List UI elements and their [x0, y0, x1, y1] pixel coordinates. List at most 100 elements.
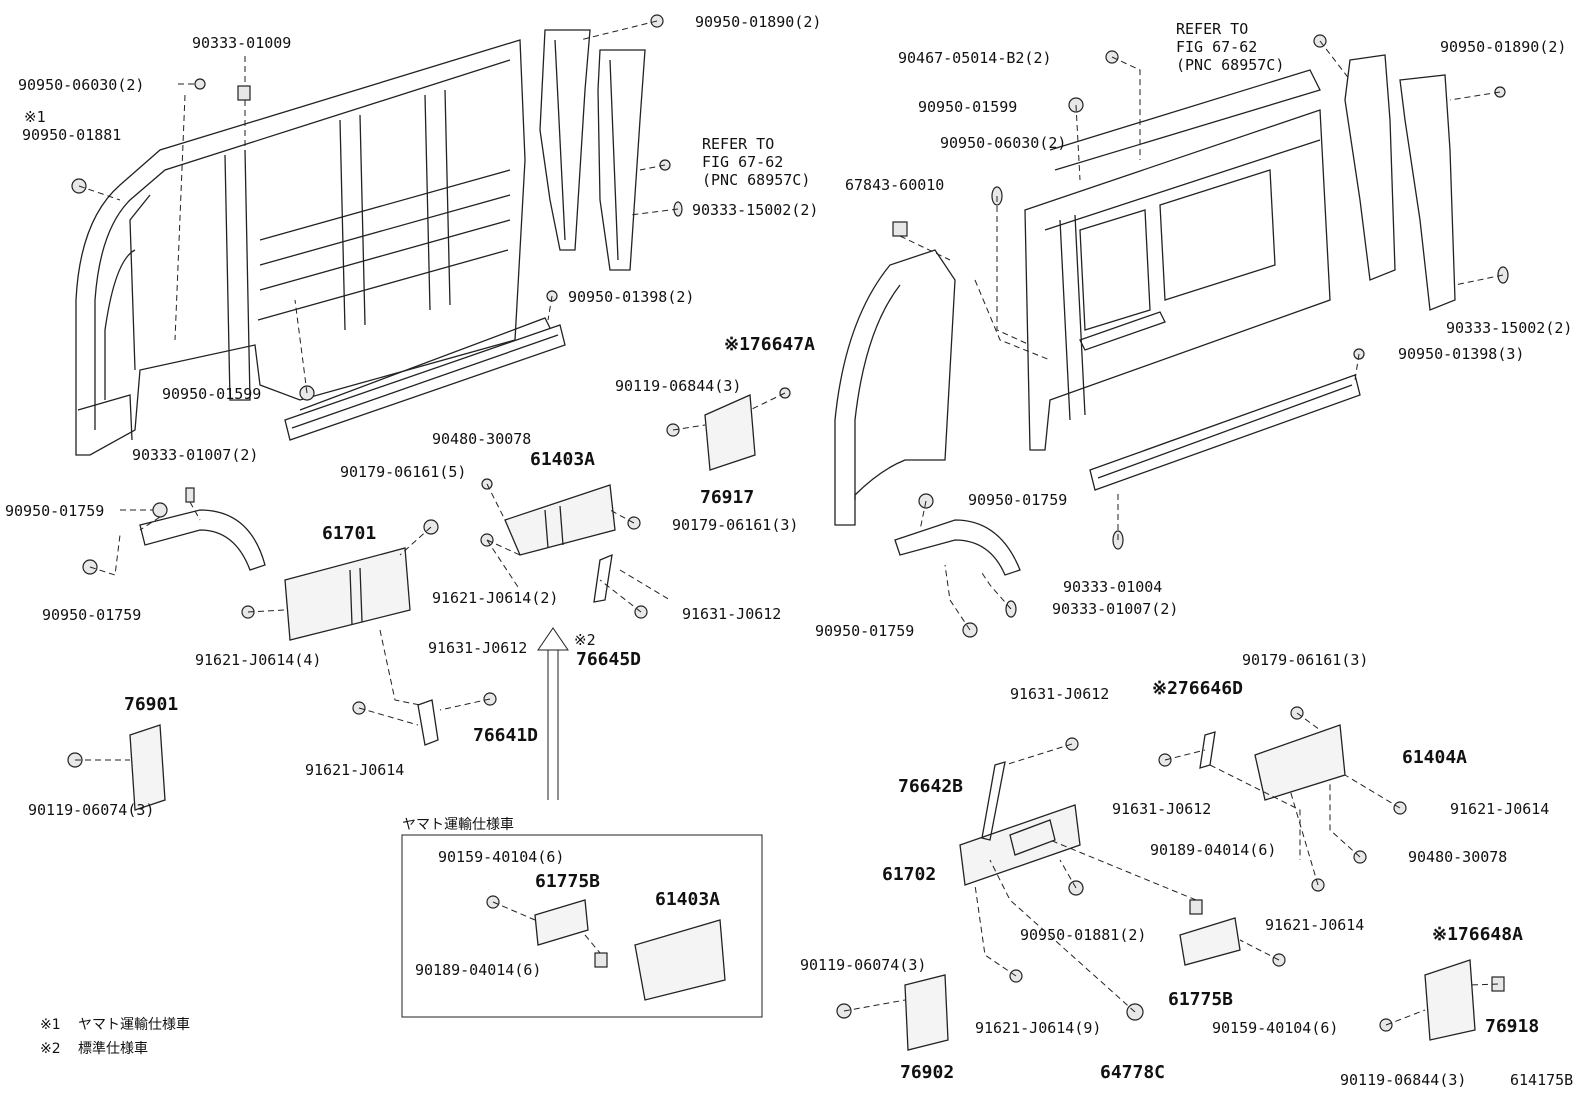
- leader-lines: [75, 20, 1504, 1026]
- label-r27: 91621-J0614(9): [975, 1019, 1101, 1037]
- right-rocker-sill: [1089, 374, 1361, 491]
- label-l20: 91621-J0614(2): [432, 589, 558, 607]
- right-pillar-inner: [1399, 74, 1456, 311]
- label-r13: 91631-J0612: [1010, 685, 1109, 703]
- label-l19: 90950-01759: [42, 606, 141, 624]
- right-side-panel: [1024, 69, 1331, 451]
- label-r3: 90950-01599: [918, 98, 1017, 116]
- label-l24: ※2: [574, 631, 596, 649]
- bracket-76646D: [1199, 731, 1216, 769]
- label-l6: 90333-15002(2): [692, 201, 818, 219]
- label-r18: 91621-J0614: [1450, 800, 1549, 818]
- label-l31: 61775B: [535, 871, 600, 892]
- footnote-1-mark: ※1: [40, 1017, 61, 1033]
- label-l23: 91631-J0612: [428, 639, 527, 657]
- label-l13: 90179-06161(5): [340, 463, 466, 481]
- inset-title: ヤマト運輸仕様車: [402, 816, 514, 833]
- label-r30: 76902: [900, 1062, 954, 1083]
- label-r15: 61404A: [1402, 747, 1467, 768]
- label-r29: 76918: [1485, 1016, 1539, 1037]
- label-r22: 90950-01881(2): [1020, 926, 1146, 944]
- footnote-2-text: 標準仕様車: [78, 1040, 148, 1057]
- label-r32: 90119-06844(3): [1340, 1071, 1466, 1089]
- label-l29: 90119-06074(3): [28, 801, 154, 819]
- label-l32: 61403A: [655, 889, 720, 910]
- label-l8: 90950-01599: [162, 385, 261, 403]
- plate-76902: [904, 974, 949, 1051]
- label-r14: ※276646D: [1152, 678, 1243, 699]
- inset-box: [401, 834, 763, 1018]
- label-r2: 90950-01890(2): [1440, 38, 1566, 56]
- label-l30: 90159-40104(6): [438, 848, 564, 866]
- part-labels: 90950-01890(2) 90333-01009 90950-06030(2…: [5, 13, 1572, 1089]
- label-r21: 61702: [882, 864, 936, 885]
- label-l4: ※1: [24, 108, 46, 126]
- bracket-76641D: [417, 699, 439, 746]
- label-l16: 90950-01759: [5, 502, 104, 520]
- left-side-panel: [75, 39, 526, 456]
- label-r20: 90189-04014(6): [1150, 841, 1276, 859]
- label-r26: 61775B: [1168, 989, 1233, 1010]
- label-l33: 90189-04014(6): [415, 961, 541, 979]
- label-r4: 90950-06030(2): [940, 134, 1066, 152]
- label-r23: 91621-J0614: [1265, 916, 1364, 934]
- label-l10: 90119-06844(3): [615, 377, 741, 395]
- center-pillar-inner: [597, 49, 646, 271]
- label-r10: 90333-01007(2): [1052, 600, 1178, 618]
- inset-arrow: [537, 627, 569, 800]
- footnote-2-mark: ※2: [40, 1041, 61, 1057]
- label-r28: 90159-40104(6): [1212, 1019, 1338, 1037]
- label-r11: 90950-01759: [815, 622, 914, 640]
- label-r9: 90333-01004: [1063, 578, 1162, 596]
- label-l12: 90333-01007(2): [132, 446, 258, 464]
- refer-left-line1: REFER TO: [702, 135, 774, 153]
- label-l14: 90480-30078: [432, 430, 531, 448]
- inset-bracket-61403A: [634, 919, 726, 1001]
- label-l28: 76641D: [473, 725, 538, 746]
- label-l3: 90950-06030(2): [18, 76, 144, 94]
- refer-left-line2: FIG 67-62: [702, 153, 783, 171]
- label-r5: 67843-60010: [845, 176, 944, 194]
- right-lamp-bracket-61404A: [1254, 724, 1346, 801]
- label-r16: 76642B: [898, 776, 963, 797]
- label-l21: 91631-J0612: [682, 605, 781, 623]
- label-r24: ※176648A: [1432, 924, 1523, 945]
- refer-left-line3: (PNC 68957C): [702, 171, 810, 189]
- label-l7: 90950-01398(2): [568, 288, 694, 306]
- label-l11: 76917: [700, 487, 754, 508]
- label-r19: 90480-30078: [1408, 848, 1507, 866]
- inset-plate-61775B: [534, 899, 589, 946]
- label-l2: 90333-01009: [192, 34, 291, 52]
- plate-61775B-right: [1179, 917, 1241, 966]
- figure-id: 614175B: [1510, 1071, 1573, 1089]
- left-wheel-arch: [139, 509, 266, 571]
- right-lamp-housing-61702: [959, 804, 1081, 886]
- footnote-1-text: ヤマト運輸仕様車: [78, 1016, 190, 1033]
- plate-76918: [1424, 959, 1476, 1041]
- label-l5: 90950-01881: [22, 126, 121, 144]
- left-lamp-bracket-61403A: [504, 484, 616, 556]
- plate-76901: [129, 724, 166, 811]
- label-r7: 90950-01398(3): [1398, 345, 1524, 363]
- label-l9: ※176647A: [724, 334, 815, 355]
- label-r12: 90179-06161(3): [1242, 651, 1368, 669]
- right-pillar-outer: [1344, 54, 1396, 281]
- refer-right-line2: FIG 67-62: [1176, 38, 1257, 56]
- label-l25: 76645D: [576, 649, 641, 670]
- label-l18: 90179-06161(3): [672, 516, 798, 534]
- label-l27: 91621-J0614: [305, 761, 404, 779]
- bracket-76645D: [593, 553, 613, 603]
- label-l1: 90950-01890(2): [695, 13, 821, 31]
- label-l17: 61701: [322, 523, 376, 544]
- label-l26: 76901: [124, 694, 178, 715]
- center-pillar-outer: [539, 29, 591, 251]
- label-r25: 90119-06074(3): [800, 956, 926, 974]
- refer-right-line3: (PNC 68957C): [1176, 56, 1284, 74]
- label-r31: 64778C: [1100, 1062, 1165, 1083]
- right-wheel-arch: [894, 519, 1021, 576]
- left-lamp-housing-61701: [284, 547, 411, 641]
- left-rocker-sill: [284, 317, 566, 441]
- label-r17: 91631-J0612: [1112, 800, 1211, 818]
- refer-right-line1: REFER TO: [1176, 20, 1248, 38]
